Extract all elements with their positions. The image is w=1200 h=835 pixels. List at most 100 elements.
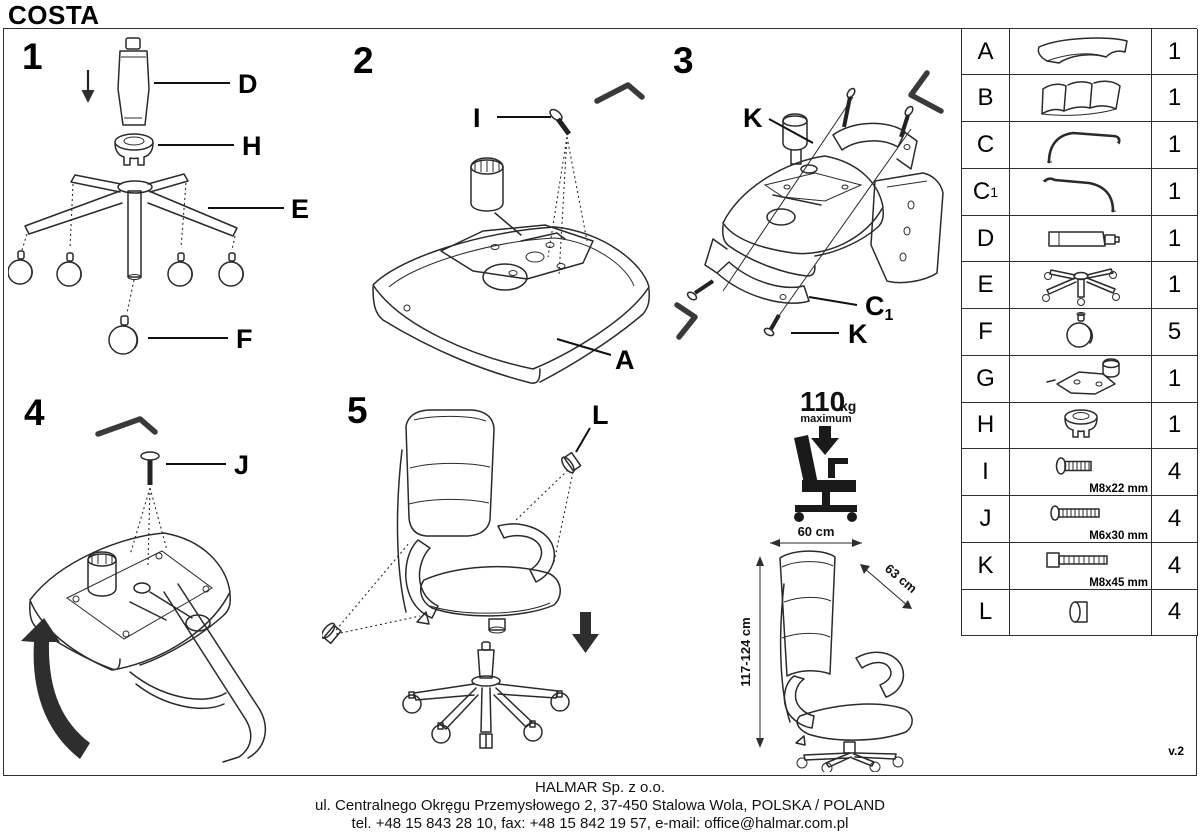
footer-contact: tel. +48 15 843 28 10, fax: +48 15 842 1… — [351, 815, 849, 832]
bolt-icon: M8x22 mm — [1010, 448, 1152, 496]
part-label-d: D — [238, 69, 258, 99]
footer-address: ul. Centralnego Okręgu Przemysłowego 2, … — [314, 797, 885, 814]
step-1-diagram: D H E F — [8, 37, 309, 355]
part-letter: J — [962, 495, 1010, 543]
down-arrow-icon — [81, 70, 95, 103]
part-qty: 1 — [1152, 262, 1198, 310]
down-arrow-icon — [572, 612, 599, 653]
allen-key-icon — [95, 416, 158, 437]
step-4-number: 4 — [24, 392, 45, 433]
part-qty: 5 — [1152, 309, 1198, 356]
mechanism-drawing — [440, 157, 594, 291]
version-label: v.2 — [1168, 744, 1184, 758]
screw-drawing — [549, 108, 572, 136]
part-qty: 1 — [1152, 169, 1198, 217]
backrest-drawing — [870, 172, 944, 284]
part-qty: 4 — [1152, 542, 1198, 590]
part-label-f: F — [236, 324, 253, 354]
bolt-size-label: M8x45 mm — [1089, 576, 1148, 589]
load-pictogram — [794, 426, 857, 522]
plug-cap-icon — [1010, 589, 1152, 636]
telescopic-cap-icon — [1010, 402, 1152, 449]
part-label-j: J — [234, 450, 249, 480]
step-3-diagram: K C1 K — [674, 70, 944, 349]
part-qty: 4 — [1152, 589, 1198, 636]
screw-drawing — [140, 451, 160, 485]
screw-drawing — [686, 87, 914, 337]
part-label-a: A — [615, 345, 635, 375]
part-qty: 1 — [1152, 355, 1198, 403]
step-5-diagram: L — [322, 400, 609, 749]
page-title: COSTA — [8, 0, 100, 30]
max-load-note: maximum — [800, 413, 852, 425]
part-qty: 1 — [1152, 216, 1198, 263]
part-qty: 1 — [1152, 75, 1198, 123]
part-label-k-bottom: K — [848, 319, 868, 349]
part-letter: E — [962, 262, 1010, 310]
step-2-diagram: I A — [372, 82, 650, 384]
height-dim: 117-124 cm — [738, 617, 753, 686]
bolt-icon: M6x30 mm — [1010, 495, 1152, 543]
part-letter: K — [962, 542, 1010, 590]
base-star-drawing — [24, 173, 238, 280]
plug-drawing — [561, 451, 582, 474]
gas-lift-drawing — [117, 37, 150, 126]
max-load-unit: kg — [840, 398, 856, 414]
seat-drawing — [372, 226, 650, 384]
armrest-bracket-drawing — [704, 122, 918, 304]
chair-upper-drawing — [396, 409, 561, 634]
gas-lift-icon — [1010, 216, 1152, 263]
part-letter: I — [962, 448, 1010, 496]
footer-company: HALMAR Sp. z o.o. — [534, 779, 666, 796]
part-qty: 4 — [1152, 495, 1198, 543]
armrest-tube-right-icon — [1010, 169, 1152, 217]
caster-wheel-icon — [1010, 309, 1152, 356]
part-label-k-top: K — [743, 103, 763, 133]
part-letter: A — [962, 29, 1010, 76]
bolt-size-label: M6x30 mm — [1089, 529, 1148, 542]
backrest-cushion-icon — [1010, 75, 1152, 123]
part-letter: B — [962, 75, 1010, 123]
part-letter: L — [962, 589, 1010, 636]
width-dim: 60 cm — [798, 524, 835, 539]
dimensions-panel: 110 kg maximum 60 cm 117-124 cm 63 cm — [738, 386, 920, 772]
part-qty: 4 — [1152, 448, 1198, 496]
telescopic-cap-drawing — [114, 133, 154, 166]
armrest-tube-left-icon — [1010, 122, 1152, 170]
seat-assembly-drawing — [722, 113, 884, 277]
step-1-number: 1 — [22, 36, 43, 77]
five-star-base-icon — [1010, 262, 1152, 310]
depth-dim: 63 cm — [882, 561, 920, 596]
tilt-mechanism-icon — [1010, 355, 1152, 403]
footer: HALMAR Sp. z o.o. ul. Centralnego Okręgu… — [0, 779, 1200, 833]
rotate-arrow-icon — [21, 618, 90, 759]
plug-drawing — [322, 622, 342, 645]
part-label-c1: C1 — [865, 291, 894, 324]
allen-key-icon — [674, 302, 698, 340]
part-label-l: L — [592, 400, 609, 430]
bolt-icon: M8x45 mm — [1010, 542, 1152, 590]
allen-key-icon — [594, 82, 645, 104]
part-letter: D — [962, 216, 1010, 263]
dimension-chair-drawing — [779, 550, 913, 772]
bolt-size-label: M8x22 mm — [1089, 482, 1148, 495]
step-5-number: 5 — [347, 390, 368, 431]
caster-f-drawing — [108, 315, 139, 355]
part-label-i: I — [473, 103, 481, 133]
seat-cushion-icon — [1010, 29, 1152, 76]
part-letter: H — [962, 402, 1010, 449]
caster-drawings — [8, 250, 244, 355]
step-4-diagram: J — [21, 416, 267, 763]
part-qty: 1 — [1152, 402, 1198, 449]
step-3-number: 3 — [673, 40, 694, 81]
part-letter: G — [962, 355, 1010, 403]
max-load-value: 110 — [800, 386, 845, 417]
allen-key-icon — [908, 70, 944, 114]
part-letter: F — [962, 309, 1010, 356]
part-qty: 1 — [1152, 29, 1198, 76]
base-drawing — [402, 641, 570, 749]
step-2-number: 2 — [353, 40, 374, 81]
